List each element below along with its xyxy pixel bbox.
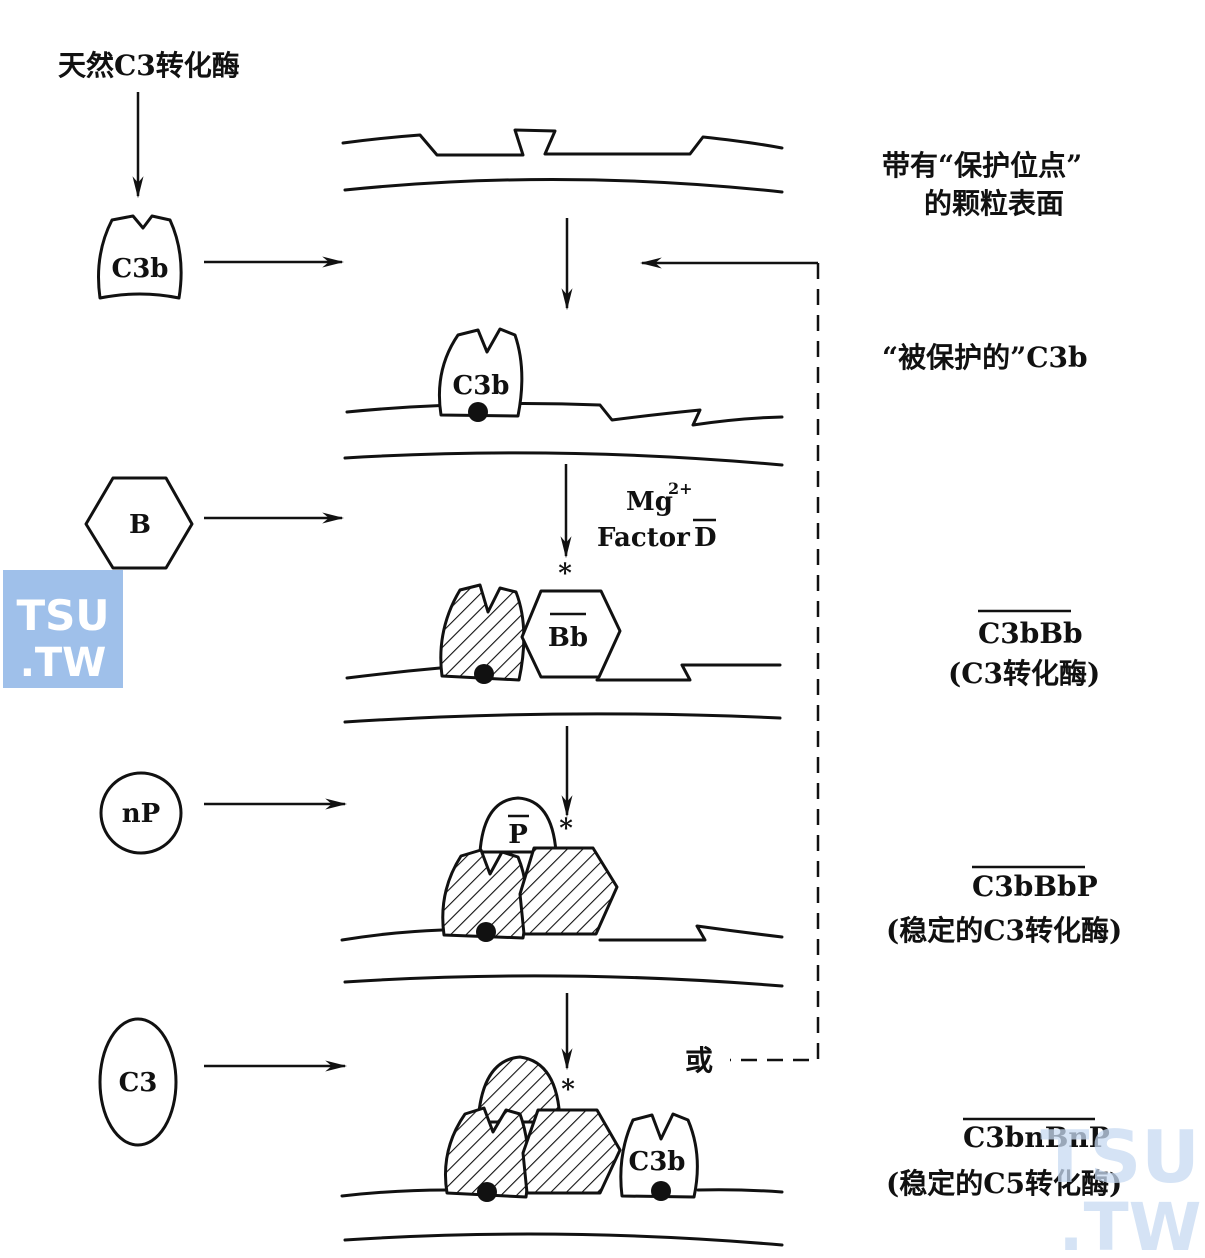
- c3b-hatched-stage3: [441, 848, 529, 942]
- c3b-free-label: C3b: [112, 254, 169, 284]
- watermark-bottom: .TW: [20, 640, 107, 686]
- factor-b: B: [84, 476, 194, 570]
- c3b-protected: C3b: [437, 327, 524, 422]
- c3b-protected-label: C3b: [453, 371, 510, 401]
- protected-c3b-label: “被保护的”C3b: [882, 341, 1088, 374]
- complement-c3: C3: [98, 1017, 178, 1147]
- particle-surface-stage2: [343, 663, 782, 724]
- c3b-stage4-label: C3b: [629, 1147, 686, 1177]
- protected-site-dot: [477, 1182, 497, 1202]
- mg-superscript: 2+: [668, 479, 693, 498]
- particle-surface-top: [341, 128, 784, 194]
- c3bbbp-label: C3bBbP: [972, 870, 1098, 903]
- factor-d-label: D: [694, 523, 717, 553]
- c3bnbnp-label: C3bnBnP: [963, 1121, 1110, 1154]
- bb-hatched-stage4: [521, 1108, 622, 1195]
- mg-label: Mg: [626, 487, 673, 517]
- protected-site-dot: [468, 402, 488, 422]
- surface-label-line2: 的颗粒表面: [924, 187, 1064, 220]
- watermark-right-top: TSU: [1040, 1115, 1199, 1199]
- np-label: nP: [122, 799, 160, 829]
- c3b-stage4-additional: C3b: [619, 1112, 699, 1201]
- factor-label: Factor: [597, 523, 690, 553]
- surface-label-line1: 带有“保护位点”: [882, 149, 1082, 182]
- c3bbb-label: C3bBb: [978, 617, 1083, 650]
- bb-label: Bb: [548, 623, 588, 653]
- watermark-left: TSU .TW: [3, 570, 123, 688]
- protected-site-dot: [651, 1181, 671, 1201]
- c3b-free: C3b: [97, 214, 183, 300]
- watermark-right-bottom: .TW: [1059, 1189, 1202, 1258]
- or-label: 或: [685, 1044, 713, 1077]
- c3bnbnp-sub: (稳定的C5转化酶): [886, 1167, 1122, 1200]
- c3bbbp-sub: (稳定的C3转化酶): [886, 914, 1122, 947]
- c3b-hatched-stage2: [439, 583, 526, 684]
- watermark-right: TSU .TW: [1040, 1115, 1201, 1258]
- watermark-top: TSU: [16, 591, 109, 640]
- dashed-feedback-loop: [730, 263, 820, 1062]
- factor-b-label: B: [129, 510, 151, 540]
- protected-site-dot: [474, 664, 494, 684]
- asterisk-3: *: [561, 1075, 575, 1105]
- properdin-np: nP: [99, 771, 183, 855]
- particle-surface-stage3: [340, 924, 784, 988]
- c3b-hatched-stage4: [443, 1106, 530, 1202]
- natural-convertase-label: 天然C3转化酶: [58, 49, 240, 82]
- asterisk-2: *: [559, 814, 573, 844]
- properdin-p-bound: P: [478, 796, 558, 854]
- asterisk-1: *: [558, 559, 572, 589]
- p-label: P: [508, 820, 528, 850]
- properdin-p-hatched: [476, 1055, 562, 1124]
- bb-fragment: Bb: [520, 589, 622, 679]
- protected-site-dot: [476, 922, 496, 942]
- c3bbb-sub: (C3转化酶): [948, 657, 1100, 690]
- particle-surface-stage4: [340, 1188, 784, 1247]
- bb-hatched-stage3: [518, 846, 619, 936]
- c3-label: C3: [119, 1068, 158, 1098]
- particle-surface-stage1: [343, 402, 784, 467]
